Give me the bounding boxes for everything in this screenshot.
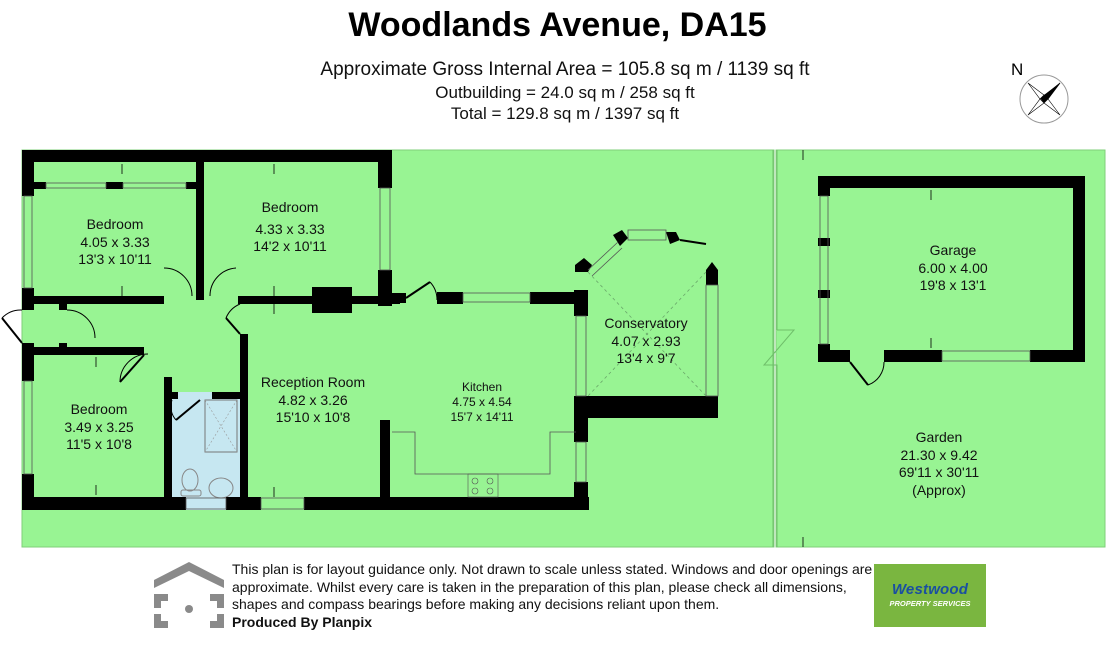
room-name: Bedroom: [86, 216, 144, 232]
room-metric: 4.05 x 3.33: [80, 233, 150, 250]
room-imperial: 11'5 x 10'8: [66, 436, 132, 452]
room-reception: Reception Room 4.82 x 3.26 15'10 x 10'8: [261, 374, 365, 427]
room-bedroom-3: Bedroom 3.49 x 3.25 11'5 x 10'8: [64, 401, 133, 454]
room-note: (Approx): [912, 481, 966, 498]
room-imperial: 13'4 x 9'7: [616, 350, 676, 366]
room-metric: 4.75 x 4.54: [452, 395, 512, 409]
room-bedroom-1: Bedroom 4.05 x 3.33 13'3 x 10'11: [78, 216, 152, 269]
room-name: Reception Room: [260, 374, 366, 390]
room-imperial: 19'8 x 13'1: [919, 277, 987, 293]
westwood-logo: Westwood PROPERTY SERVICES: [874, 564, 986, 627]
compass-rose-icon: [1019, 74, 1069, 124]
plot-garden: [775, 149, 1106, 548]
room-kitchen: Kitchen 4.75 x 4.54 15'7 x 14'11: [450, 380, 513, 425]
room-name: Bedroom: [261, 199, 319, 215]
plot-main: [21, 149, 775, 548]
gross-internal-area: Approximate Gross Internal Area = 105.8 …: [320, 59, 810, 80]
disclaimer: This plan is for layout guidance only. N…: [232, 561, 882, 631]
room-imperial: 15'10 x 10'8: [275, 409, 351, 425]
westwood-logo-name: Westwood: [891, 581, 969, 598]
room-imperial: 14'2 x 10'11: [253, 238, 327, 254]
room-metric: 6.00 x 4.00: [918, 259, 988, 276]
total-area: Total = 129.8 sq m / 1397 sq ft: [450, 104, 680, 123]
room-metric: 21.30 x 9.42: [900, 446, 978, 463]
room-bedroom-2: Bedroom 4.33 x 3.33 14'2 x 10'11: [253, 199, 327, 256]
room-garden: Garden 21.30 x 9.42 69'11 x 30'11 (Appro…: [899, 429, 979, 499]
outbuilding-area: Outbuilding = 24.0 sq m / 258 sq ft: [435, 83, 695, 102]
room-imperial: 69'11 x 30'11: [898, 464, 980, 480]
produced-by: Produced By Planpix: [232, 613, 373, 630]
walls: [22, 150, 1085, 510]
room-name: Garden: [915, 429, 963, 445]
room-name: Kitchen: [461, 380, 503, 394]
room-imperial: 13'3 x 10'11: [78, 251, 152, 267]
room-imperial: 15'7 x 14'11: [450, 410, 514, 424]
page-title: Woodlands Avenue, DA15: [348, 6, 767, 44]
westwood-logo-tagline: PROPERTY SERVICES: [889, 599, 971, 608]
room-name: Bedroom: [70, 401, 128, 417]
room-metric: 3.49 x 3.25: [64, 418, 134, 435]
room-garage: Garage 6.00 x 4.00 19'8 x 13'1: [918, 242, 987, 295]
room-conservatory: Conservatory 4.07 x 2.93 13'4 x 9'7: [604, 315, 687, 368]
bathroom-floor: [172, 392, 240, 510]
planpix-logo-icon: [154, 562, 224, 628]
disclaimer-text: This plan is for layout guidance only. N…: [232, 561, 873, 613]
room-name: Garage: [929, 242, 977, 258]
room-metric: 4.33 x 3.33: [255, 220, 325, 237]
compass-north-label: N: [1011, 60, 1024, 79]
room-metric: 4.07 x 2.93: [611, 332, 681, 349]
room-name: Conservatory: [604, 315, 688, 331]
room-metric: 4.82 x 3.26: [278, 391, 348, 408]
